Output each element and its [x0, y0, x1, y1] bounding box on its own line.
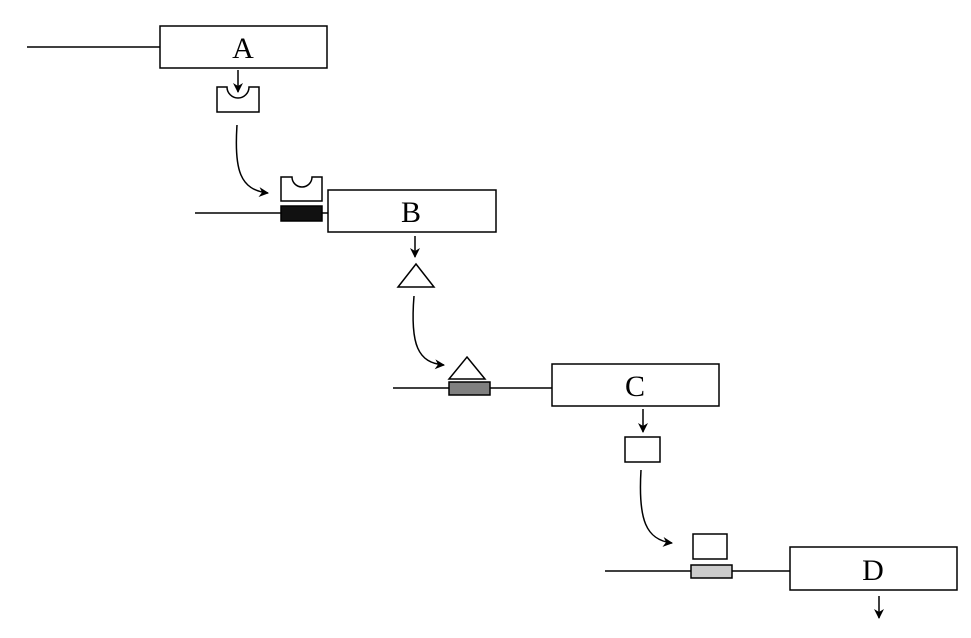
stage-box-b: [327, 189, 497, 233]
stage-label-c: C: [625, 370, 645, 403]
stage-label-a: A: [232, 32, 254, 65]
anchor-block-b: [280, 205, 323, 222]
transfer-arrow-a-to-b: [235, 124, 269, 198]
cup-template-on-b-icon: [280, 176, 323, 202]
square-template-on-d-icon: [692, 533, 728, 560]
stage-box-d: [789, 546, 958, 591]
stage-label-b: B: [401, 196, 421, 229]
triangle-template-icon: [396, 262, 436, 288]
stage-label-d: D: [862, 554, 884, 587]
cup-template-icon: [216, 86, 260, 113]
stage-box-a: [159, 25, 328, 69]
anchor-block-c: [448, 381, 491, 396]
anchor-block-d: [690, 564, 733, 579]
triangle-template-on-c-icon: [447, 355, 487, 380]
stage-box-c: [551, 363, 720, 407]
transfer-arrow-b-to-c: [412, 295, 445, 370]
square-template-icon: [624, 436, 661, 463]
transfer-arrow-c-to-d: [639, 469, 673, 547]
